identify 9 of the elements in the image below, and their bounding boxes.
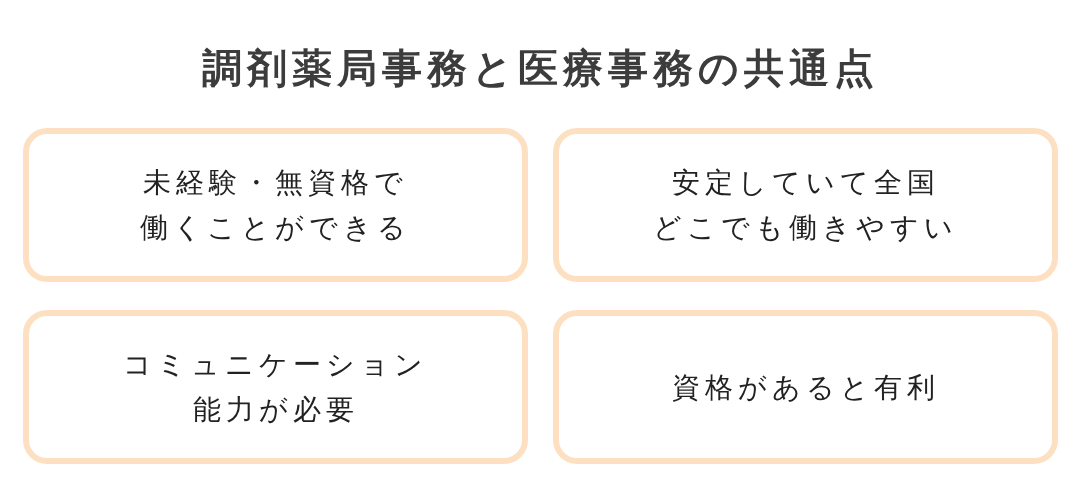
card-text: コミュニケーション能力が必要	[123, 347, 428, 428]
card-text: 安定していて全国どこでも働きやすい	[653, 165, 958, 246]
rounded-card	[553, 310, 1058, 464]
card-text: 資格があると有利	[671, 369, 940, 406]
rounded-card	[553, 128, 1058, 282]
rounded-card	[23, 128, 528, 282]
card-text: 未経験・無資格で働くことができる	[140, 165, 411, 246]
title: 調剤薬局事務と医療事務の共通点	[200, 44, 880, 93]
rounded-card	[23, 310, 528, 464]
